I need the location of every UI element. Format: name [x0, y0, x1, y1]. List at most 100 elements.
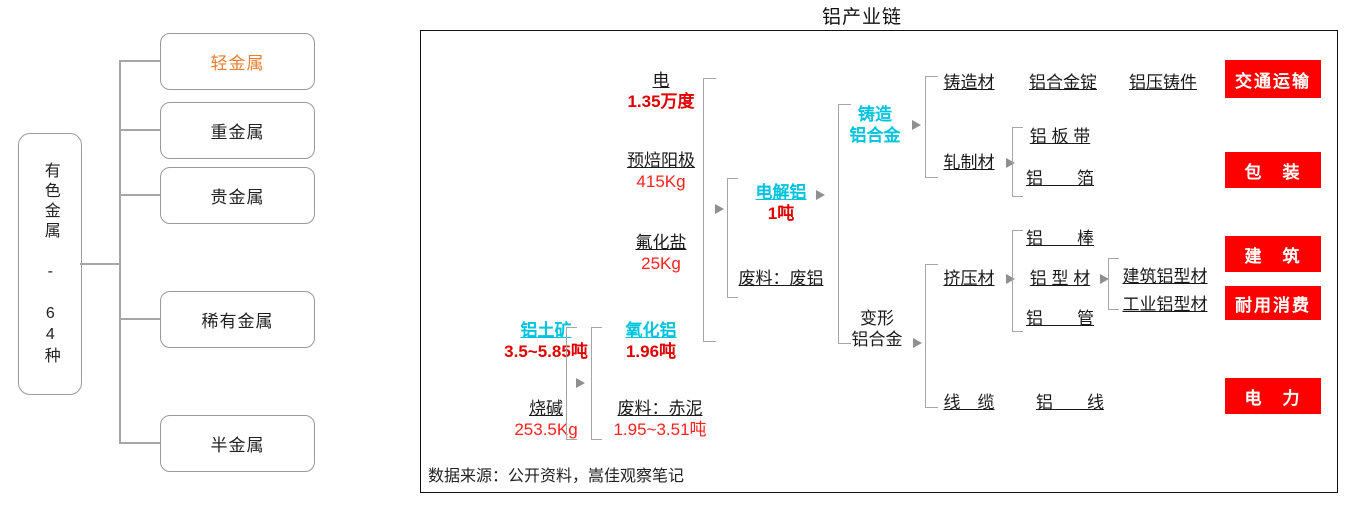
red-mud-label: 废料：赤泥: [617, 399, 703, 418]
tree-root-box[interactable]: 有色金属 - 64种: [18, 133, 82, 395]
caustic-soda[interactable]: 烧碱 253.5Kg: [493, 398, 599, 441]
electrolytic-out-arrow-icon: [816, 190, 825, 200]
cast-aluminium-alloy-line2: 铝合金: [849, 126, 901, 146]
bauxite-label: 铝土矿: [520, 321, 572, 340]
alumina-bracket: [591, 327, 602, 440]
product-tube-label: 铝 管: [1026, 309, 1094, 328]
extrusion-material[interactable]: 挤压材: [932, 268, 1006, 289]
bauxite[interactable]: 铝土矿 3.5~5.85吨: [493, 320, 599, 363]
end-use-packaging-label: 包 装: [1244, 162, 1302, 182]
end-use-power[interactable]: 电 力: [1225, 378, 1321, 414]
cable-material-label: 线 缆: [943, 393, 995, 412]
product-wire-label: 铝 线: [1036, 393, 1104, 412]
wrought-aluminium-alloy-line2: 铝合金: [851, 330, 903, 350]
cast-material[interactable]: 铸造材: [932, 72, 1006, 93]
electrolytic-aluminium[interactable]: 电解铝 1吨: [735, 182, 827, 225]
alumina[interactable]: 氧化铝 1.96吨: [605, 320, 697, 363]
caustic-soda-label: 烧碱: [529, 399, 563, 418]
electrolytic-aluminium-label: 电解铝: [755, 183, 807, 202]
end-use-packaging[interactable]: 包 装: [1225, 152, 1321, 188]
tree-item-precious-metal[interactable]: 贵金属: [160, 167, 315, 224]
input-fluoride-salt[interactable]: 氟化盐 25Kg: [606, 232, 716, 275]
cable-material[interactable]: 线 缆: [932, 392, 1006, 413]
product-tube[interactable]: 铝 管: [1020, 308, 1100, 329]
end-use-transport[interactable]: 交通运输: [1225, 60, 1321, 98]
source-note: 数据来源：公开资料，嵩佳观察笔记: [428, 468, 685, 485]
alumina-value: 1.96吨: [625, 342, 677, 362]
end-use-durable-goods[interactable]: 耐用消费: [1225, 286, 1321, 320]
input-prebaked-anode-label: 预焙阳极: [627, 151, 695, 170]
product-diecast[interactable]: 铝压铸件: [1120, 72, 1206, 93]
product-wire[interactable]: 铝 线: [1030, 392, 1110, 413]
product-profile-label: 铝 型 材: [1029, 269, 1091, 288]
alumina-label: 氧化铝: [625, 321, 677, 340]
end-use-construction[interactable]: 建 筑: [1225, 236, 1321, 272]
rolled-material-label: 轧制材: [943, 153, 995, 172]
tree-branch-line-1: [119, 60, 161, 62]
tree-branch-line-5: [119, 442, 161, 444]
wrought-aluminium-alloy-line1: 变形: [860, 309, 894, 328]
tree-item-rare-metal[interactable]: 稀有金属: [160, 291, 315, 348]
input-fluoride-salt-value: 25Kg: [641, 254, 681, 274]
tree-item-heavy-metal[interactable]: 重金属: [160, 102, 315, 159]
product-ingot[interactable]: 铝合金锭: [1020, 72, 1106, 93]
cast-material-label: 铸造材: [943, 73, 995, 92]
inputs-bracket: [703, 78, 716, 342]
wrought-branch-bracket: [925, 264, 938, 408]
alumina-in-arrow-icon: [576, 378, 585, 388]
tree-branch-line-4: [119, 318, 161, 320]
tree-item-light-metal[interactable]: 轻金属: [160, 33, 315, 90]
inputs-arrow-icon: [715, 204, 724, 214]
input-prebaked-anode[interactable]: 预焙阳极 415Kg: [606, 150, 716, 193]
tree-item-label: 重金属: [210, 123, 265, 142]
electrolytic-waste-label: 废料：废铝: [738, 269, 824, 288]
end-use-transport-label: 交通运输: [1235, 71, 1311, 91]
nonferrous-metal-tree: 有色金属 - 64种 轻金属 重金属 贵金属 稀有金属 半金属: [0, 0, 400, 506]
extrusion-sub-bracket: [1012, 230, 1023, 332]
product-sheet-label: 铝 板 带: [1029, 127, 1091, 146]
wrought-alloy-arrow-icon: [913, 338, 922, 348]
tree-item-label: 稀有金属: [201, 312, 274, 331]
input-fluoride-salt-label: 氟化盐: [635, 233, 687, 252]
input-electricity-value: 1.35万度: [627, 92, 695, 112]
product-ind-profile-label: 工业铝型材: [1122, 295, 1208, 314]
cast-aluminium-alloy[interactable]: 铸造 铝合金: [838, 104, 912, 147]
tree-item-label: 贵金属: [210, 188, 265, 207]
aluminium-chain-frame: [420, 30, 1338, 493]
product-foil[interactable]: 铝 箔: [1020, 168, 1100, 189]
profile-sub-bracket: [1108, 258, 1119, 310]
rolled-sub-bracket: [1012, 127, 1023, 197]
input-electricity[interactable]: 电 1.35万度: [606, 70, 716, 113]
tree-branch-line-3: [119, 194, 161, 196]
red-mud-value: 1.95~3.51吨: [613, 420, 707, 440]
caustic-soda-value: 253.5Kg: [514, 420, 578, 440]
rolled-material[interactable]: 轧制材: [932, 152, 1006, 173]
product-sheet[interactable]: 铝 板 带: [1020, 126, 1100, 147]
wrought-aluminium-alloy[interactable]: 变形 铝合金: [840, 308, 914, 351]
electrolytic-bracket: [727, 178, 738, 298]
extrusion-arrow-icon: [1006, 274, 1015, 284]
tree-spine-line: [119, 60, 121, 442]
rolled-material-arrow-icon: [1006, 158, 1015, 168]
end-use-construction-label: 建 筑: [1244, 246, 1302, 266]
end-use-durable-goods-label: 耐用消费: [1235, 295, 1311, 315]
electrolytic-waste[interactable]: 废料：废铝: [729, 268, 833, 289]
tree-item-label: 半金属: [210, 436, 265, 455]
product-bar-label: 铝 棒: [1026, 229, 1094, 248]
tree-item-semi-metal[interactable]: 半金属: [160, 415, 315, 472]
red-mud-waste[interactable]: 废料：赤泥 1.95~3.51吨: [600, 398, 720, 441]
product-arch-profile[interactable]: 建筑铝型材: [1116, 266, 1214, 287]
tree-trunk-line: [80, 263, 120, 265]
cast-branch-bracket: [925, 76, 938, 178]
bauxite-value: 3.5~5.85吨: [504, 342, 588, 362]
product-ind-profile[interactable]: 工业铝型材: [1116, 294, 1214, 315]
product-arch-profile-label: 建筑铝型材: [1122, 267, 1208, 286]
cast-aluminium-alloy-line1: 铸造: [858, 105, 892, 124]
product-bar[interactable]: 铝 棒: [1020, 228, 1100, 249]
input-electricity-label: 电: [652, 71, 670, 90]
tree-item-label: 轻金属: [210, 54, 265, 73]
extrusion-material-label: 挤压材: [943, 269, 995, 288]
chain-title: 铝产业链: [821, 7, 902, 28]
product-profile[interactable]: 铝 型 材: [1020, 268, 1100, 289]
tree-branch-line-2: [119, 129, 161, 131]
